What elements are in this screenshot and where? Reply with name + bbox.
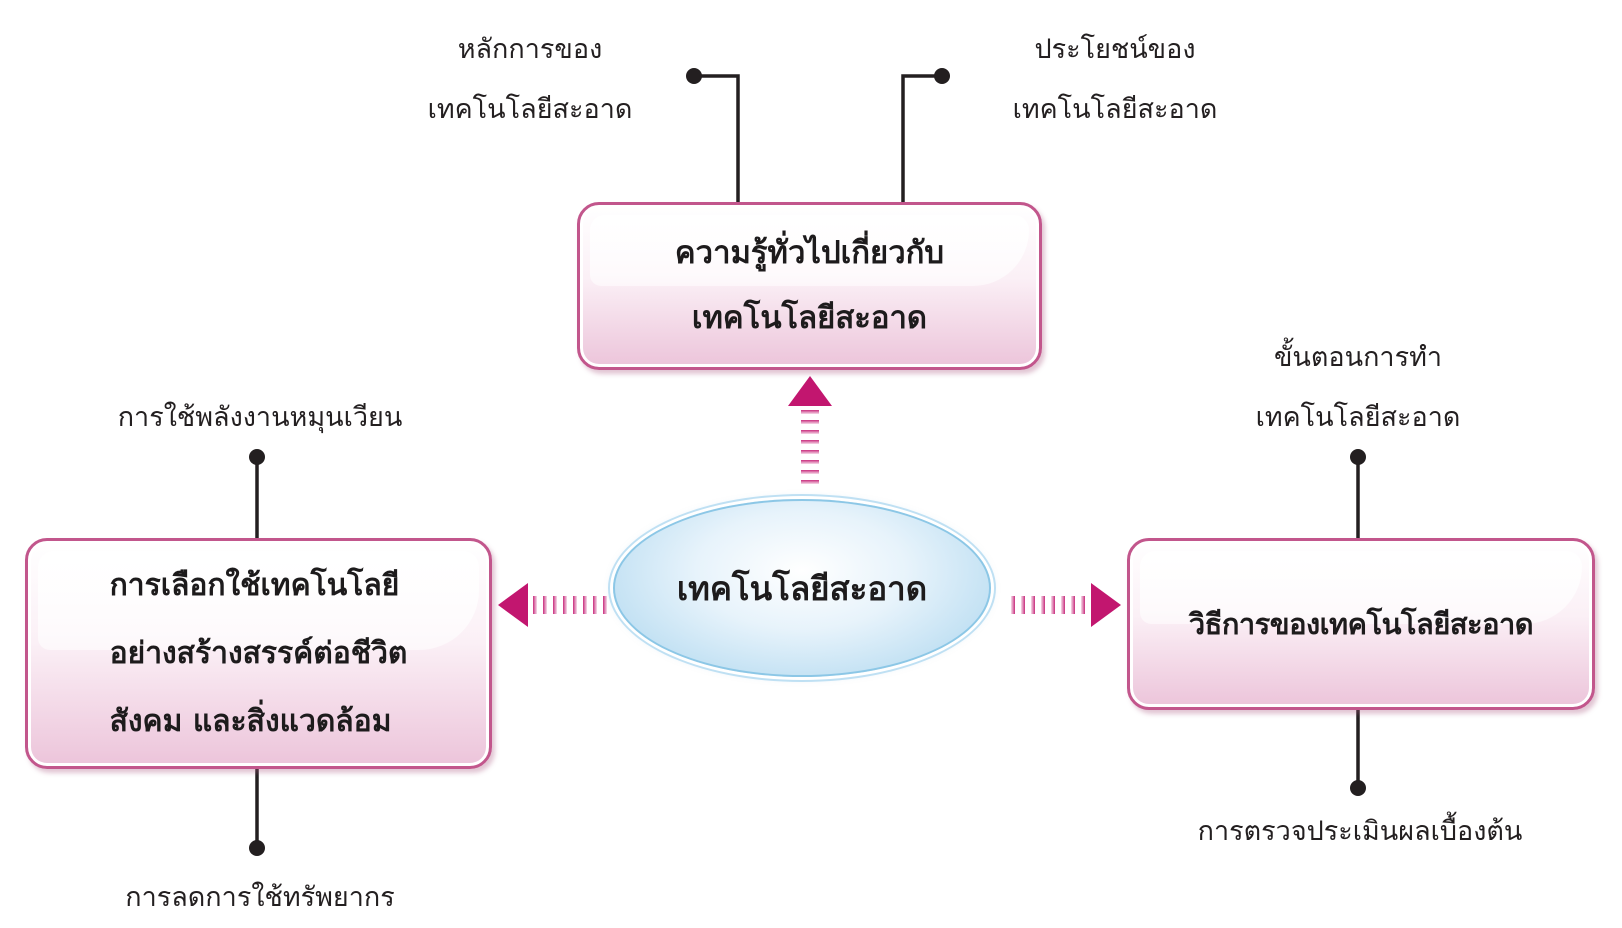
- top-box: ความรู้ทั่วไปเกี่ยวกับ เทคโนโลยีสะอาด: [577, 202, 1042, 370]
- center-node: เทคโนโลยีสะอาด: [613, 499, 991, 677]
- leaf-label-right-top: ขั้นตอนการทำ เทคโนโลยีสะอาด: [1255, 342, 1461, 433]
- right-box-label: วิธีการของเทคโนโลยีสะอาด: [1188, 606, 1534, 641]
- leaf-label-top-left: หลักการของ เทคโนโลยีสะอาด: [427, 34, 633, 125]
- leaf-label-top-right: ประโยชน์ของ เทคโนโลยีสะอาด: [1012, 34, 1218, 125]
- top-box-label: ความรู้ทั่วไปเกี่ยวกับ เทคโนโลยีสะอาด: [674, 235, 945, 336]
- left-box-label: การเลือกใช้เทคโนโลยี อย่างสร้างสรรค์ต่อช…: [109, 567, 408, 739]
- connector-dot-right-top: [1350, 449, 1366, 465]
- leaf-label-left-top: การใช้พลังงานหมุนเวียน: [117, 402, 403, 433]
- connector-dot-right-bottom: [1350, 780, 1366, 796]
- connector-dot-top-right: [934, 68, 950, 84]
- left-box: การเลือกใช้เทคโนโลยี อย่างสร้างสรรค์ต่อช…: [25, 538, 492, 769]
- leaf-label-right-bottom: การตรวจประเมินผลเบื้องต้น: [1197, 816, 1523, 847]
- arrow-to-right-box: [1011, 583, 1121, 627]
- arrow-to-top-box: [788, 376, 832, 484]
- right-box: วิธีการของเทคโนโลยีสะอาด: [1127, 538, 1595, 710]
- connector-dot-top-left: [686, 68, 702, 84]
- center-node-label: เทคโนโลยีสะอาด: [676, 568, 928, 608]
- arrow-to-left-box: [498, 583, 607, 627]
- connector-dot-left-bottom: [249, 840, 265, 856]
- connector-top-right: [901, 74, 942, 202]
- leaf-label-left-bottom: การลดการใช้ทรัพยากร: [125, 882, 395, 913]
- connector-dot-left-top: [249, 449, 265, 465]
- connector-top-left: [694, 74, 740, 202]
